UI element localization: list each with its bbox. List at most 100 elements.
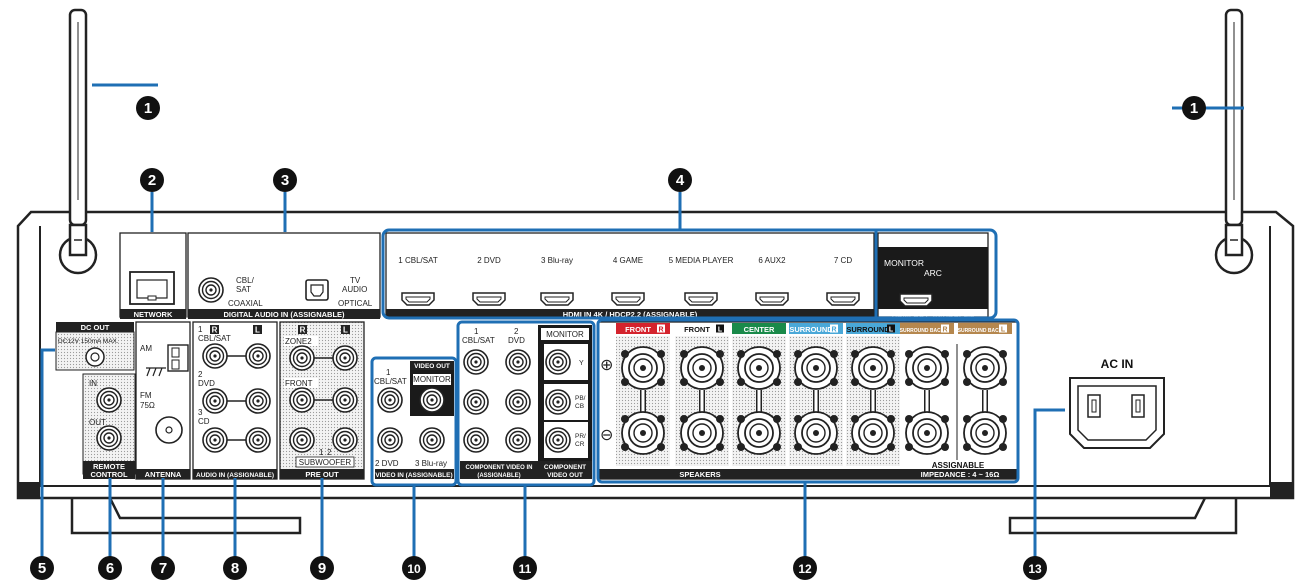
speaker-terminals-7[interactable] <box>962 346 1008 455</box>
control-label: CONTROL <box>90 470 127 479</box>
remote-out-jack[interactable] <box>96 425 122 451</box>
video-in-cblsat-label: CBL/SAT <box>374 377 407 386</box>
hdmi-out-label: HDMI OUT 4K/HDCP2.2 <box>892 310 975 319</box>
comp-out-label: COMPONENT <box>544 464 586 471</box>
callout-highlights <box>381 228 1020 484</box>
comp-cblsat-label: CBL/SAT <box>462 336 495 345</box>
video-in-3-label: 3 Blu-ray <box>415 459 447 468</box>
am-terminal[interactable] <box>146 344 189 377</box>
comp-dvd-label: DVD <box>508 336 525 345</box>
sub-1-num: 1 <box>319 448 324 457</box>
callout-3: 3 <box>273 168 297 192</box>
audio-in-dvd-label: DVD <box>198 379 215 388</box>
audio-in-3-num: 3 <box>198 408 203 417</box>
comp-y-label: Y <box>579 360 584 367</box>
hdmi-in-port-5[interactable] <box>684 292 718 306</box>
hdmi-in-port-7[interactable] <box>826 292 860 306</box>
svg-text:L: L <box>255 326 260 335</box>
antenna-right[interactable] <box>1214 8 1254 275</box>
svg-text:12: 12 <box>798 562 812 576</box>
hdmi-in-label: HDMI IN 4K / HDCP2.2 (ASSIGNABLE) <box>563 310 698 319</box>
comp-pb-label: PB/ <box>575 395 586 402</box>
digital-audio-in-label: DIGITAL AUDIO IN (ASSIGNABLE) <box>223 310 345 319</box>
plus-symbol: ⊕ <box>600 357 613 374</box>
zone2-label: ZONE2 <box>285 337 312 346</box>
hdmi-in-label-7: 7 CD <box>834 256 852 265</box>
remote-out-label: OUT <box>89 418 106 427</box>
component-out-jacks[interactable] <box>544 344 588 458</box>
video-out-label: VIDEO OUT <box>414 363 450 370</box>
speaker-header-3: CENTER <box>732 323 786 334</box>
video-out-jack[interactable] <box>419 387 445 413</box>
comp-out-label2: VIDEO OUT <box>547 472 583 479</box>
antenna-left[interactable] <box>58 8 98 275</box>
speaker-terminals-5[interactable] <box>846 336 900 466</box>
ac-in-socket[interactable] <box>1069 377 1165 449</box>
sub-2-num: 2 <box>327 448 332 457</box>
svg-text:L: L <box>889 327 894 334</box>
hdmi-out-port[interactable] <box>899 293 933 307</box>
speaker-terminals-6[interactable] <box>904 346 950 455</box>
network-label: NETWORK <box>134 310 173 319</box>
speaker-terminals-3[interactable] <box>732 336 786 466</box>
pre-out-front-label: FRONT <box>285 379 313 388</box>
hdmi-in-port-1[interactable] <box>401 292 435 306</box>
comp-in-label: COMPONENT VIDEO IN <box>465 465 532 471</box>
svg-text:5: 5 <box>38 560 46 577</box>
hdmi-in-port-3[interactable] <box>540 292 574 306</box>
svg-text:6: 6 <box>106 560 114 577</box>
svg-text:R: R <box>942 327 947 334</box>
svg-text:1: 1 <box>144 100 152 117</box>
hdmi-in-label-1: 1 CBL/SAT <box>398 256 438 265</box>
speaker-terminals-4[interactable] <box>789 336 843 466</box>
audio-in-r-badge: R <box>210 325 219 335</box>
hdmi-in-port-6[interactable] <box>755 292 789 306</box>
coax-label-line2: SAT <box>236 285 251 294</box>
audio-in-section: R L 1 CBL/SAT 2 DVD 3 CD AUDIO IN (ASSIG… <box>192 321 278 480</box>
svg-text:R: R <box>212 326 218 335</box>
digital-audio-in: CBL/ SAT COAXIAL TV AUDIO OPTICAL DIGITA… <box>187 232 381 319</box>
svg-text:SURROUND BACK: SURROUND BACK <box>958 328 1003 334</box>
svg-text:R: R <box>300 326 306 335</box>
callout-4: 4 <box>668 168 692 192</box>
callout-1: 1 <box>136 96 160 120</box>
audio-in-jacks[interactable] <box>202 343 271 453</box>
speaker-terminals-2[interactable] <box>675 336 729 466</box>
antenna-label: ANTENNA <box>145 470 182 479</box>
remote-in-jack[interactable] <box>96 387 122 413</box>
hdmi-in-port-2[interactable] <box>472 292 506 306</box>
comp-cr-label: CR <box>575 441 585 448</box>
network-port[interactable]: NETWORK <box>119 232 187 319</box>
pre-out-jacks[interactable] <box>289 345 358 453</box>
svg-text:L: L <box>1001 327 1006 334</box>
svg-text:10: 10 <box>407 562 421 576</box>
fm-jack[interactable] <box>155 416 183 444</box>
svg-text:FRONT: FRONT <box>625 325 651 334</box>
ac-in-section: AC IN <box>1069 357 1165 449</box>
speaker-terminals-1[interactable] <box>616 336 670 466</box>
callout-leaders <box>40 83 1244 560</box>
hdmi-out-section: MONITOR ARC HDMI OUT 4K/HDCP2.2 <box>877 232 989 319</box>
optical-jack[interactable] <box>305 279 329 301</box>
hdmi-in-port-4[interactable] <box>611 292 645 306</box>
comp-cb-label: CB <box>575 403 584 410</box>
hdmi-in-label-5: 5 MEDIA PLAYER <box>669 256 734 265</box>
dc-out-label: DC OUT <box>81 323 110 332</box>
speakers-label: SPEAKERS <box>679 470 720 479</box>
component-section: 1 CBL/SAT 2 DVD MONITOR Y PB/ CB PR/ CR … <box>456 320 596 487</box>
comp-1-num: 1 <box>474 327 479 336</box>
dc-out-jack[interactable] <box>85 347 105 367</box>
am-label: AM <box>140 344 152 353</box>
pre-out-r-badge: R <box>298 325 307 335</box>
audio-in-l-badge: L <box>253 325 262 335</box>
callout-7: 7 <box>151 556 175 580</box>
audio-in-1-num: 1 <box>198 325 203 334</box>
hdmi-in-label-6: 6 AUX2 <box>758 256 786 265</box>
coaxial-jack[interactable] <box>198 277 224 303</box>
svg-text:2: 2 <box>148 172 156 189</box>
